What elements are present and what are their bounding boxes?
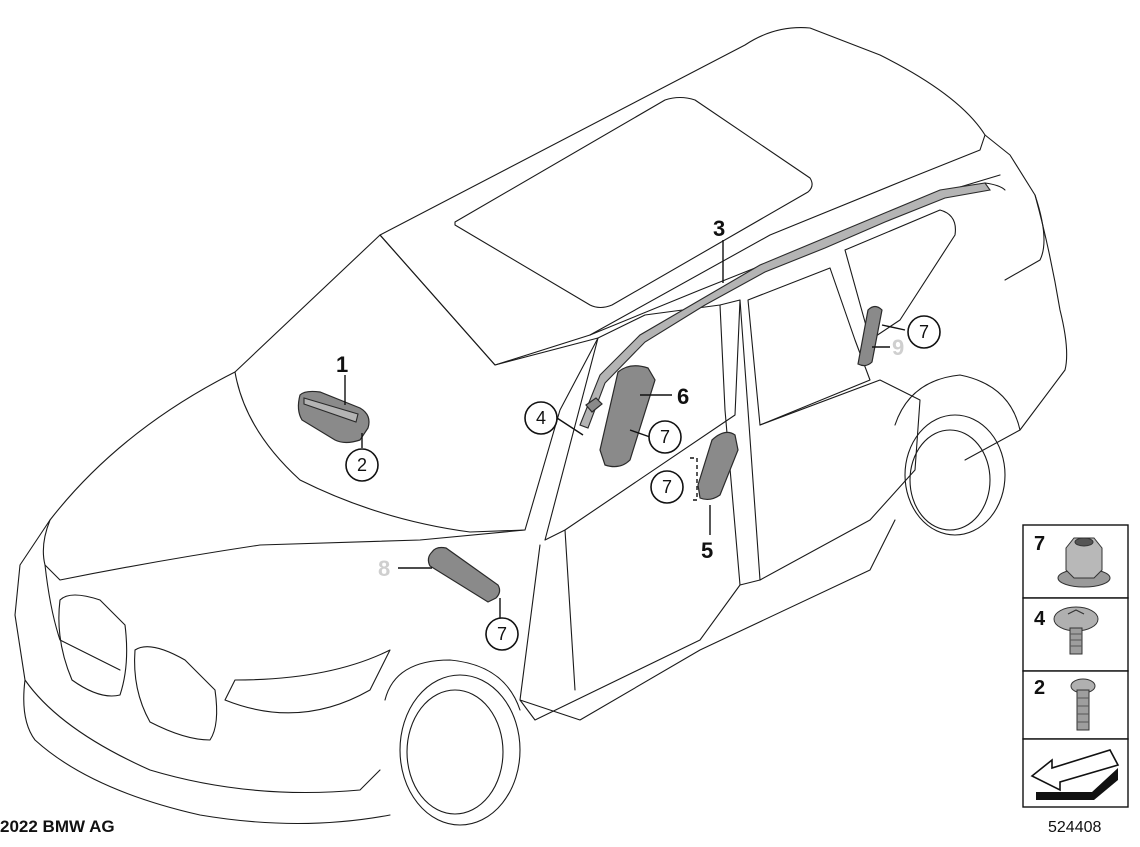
legend-num-bolt-small: 2 (1034, 677, 1045, 699)
callout-5: 5 (701, 538, 713, 563)
copyright-text: 2022 BMW AG (0, 817, 115, 836)
vehicle-outline (14, 27, 1068, 826)
large-bolt-icon (1053, 606, 1099, 655)
curtain-airbag (579, 182, 1006, 429)
callout-7a: 7 (660, 427, 670, 447)
callout-7b-circle (650, 470, 684, 504)
fastener-legend: 7 4 2 (1022, 524, 1129, 808)
callout-7a-circle (648, 420, 682, 454)
airbag-parts (297, 182, 1006, 603)
knee-airbag (427, 546, 501, 603)
side-airbag-front-upper (599, 365, 656, 468)
screw-part (585, 397, 603, 413)
callout-7d: 7 (497, 624, 507, 644)
callout-9: 9 (892, 335, 904, 360)
callout-7c: 7 (919, 322, 929, 342)
callout-2: 2 (357, 455, 367, 475)
callout-8: 8 (378, 556, 390, 581)
callout-1: 1 (336, 352, 348, 377)
callout-4: 4 (536, 408, 546, 428)
seat-airbag (697, 431, 739, 501)
callout-6: 6 (677, 384, 689, 409)
callout-7b: 7 (662, 477, 672, 497)
callout-4-circle (524, 401, 558, 435)
callout-2-circle (345, 448, 379, 482)
callout-7c-circle (907, 315, 941, 349)
flange-nut-icon (1057, 537, 1111, 588)
callout-3: 3 (713, 216, 725, 241)
legend-num-nut: 7 (1034, 533, 1045, 555)
diagram-id: 524408 (1048, 819, 1101, 836)
passenger-airbag (297, 390, 370, 444)
legend-num-bolt-large: 4 (1034, 608, 1046, 630)
direction-arrow-icon (1030, 749, 1120, 800)
rear-side-airbag (857, 305, 883, 367)
callouts: 1 2 3 4 6 7 7 5 7 9 8 (336, 216, 941, 651)
small-bolt-icon (1070, 678, 1096, 731)
callout-7d-circle (485, 617, 519, 651)
